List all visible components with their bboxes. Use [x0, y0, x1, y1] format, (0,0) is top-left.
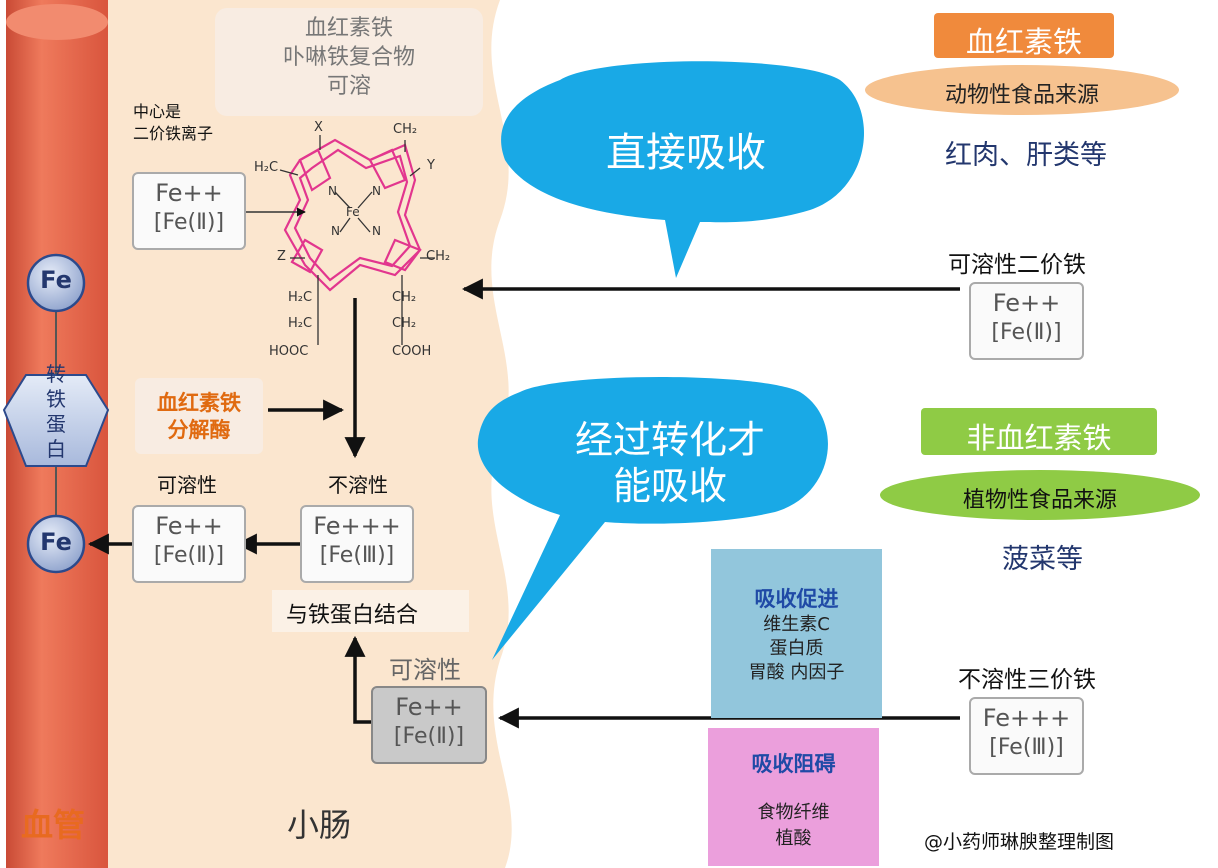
heme-info-line3: 可溶	[326, 74, 371, 99]
heme-info: 血红素铁 卟啉铁复合物 可溶	[215, 14, 483, 101]
bubble-convert-text: 经过转化才 能吸收	[530, 417, 810, 509]
porphyrin-hooc: HOOC	[269, 344, 309, 359]
soluble-left-label: 可溶性	[157, 473, 217, 497]
heme-info-line2: 卟啉铁复合物	[282, 45, 415, 70]
porphyrin-ch2a: CH₂	[392, 290, 417, 305]
fe2-bottom: [Fe(Ⅱ)]	[991, 320, 1062, 345]
transferrin-label: 转 铁 蛋 白	[36, 362, 76, 462]
fe3-box-insoluble: Fe+++ [Fe(Ⅲ)]	[300, 505, 414, 583]
promote-item-3: 胃酸 内因子	[748, 662, 845, 683]
fe2-box-converted: Fe++ [Fe(Ⅱ)]	[371, 686, 487, 764]
fe2-top: Fe++	[992, 289, 1061, 317]
bubble-direct-text: 直接吸收	[606, 130, 766, 176]
porphyrin-h3c: H₂C	[254, 160, 279, 175]
porphyrin-ch2b: CH₂	[392, 316, 417, 331]
fe2-bottom: [Fe(Ⅱ)]	[153, 210, 225, 235]
heme-source-tag-text: 血红素铁	[965, 25, 1082, 59]
enzyme-line2: 分解酶	[167, 418, 231, 442]
transferrin-char-4: 白	[46, 437, 66, 461]
fe3-top: Fe+++	[982, 704, 1071, 732]
arrow-up-bind	[344, 635, 372, 724]
porphyrin-fe: Fe	[346, 205, 360, 219]
nonheme-source-tag-text: 非血红素铁	[966, 421, 1112, 455]
bubble-convert-line2: 能吸收	[612, 464, 727, 508]
porphyrin-h2c1: H₂C	[288, 290, 313, 305]
porphyrin-cooh: COOH	[392, 344, 432, 359]
fe3-bottom: [Fe(Ⅲ)]	[989, 735, 1064, 760]
promote-title: 吸收促进	[754, 587, 839, 611]
nonheme-source-examples: 菠菜等	[1002, 544, 1083, 575]
heme-source-examples: 红肉、肝类等	[945, 140, 1107, 171]
transferrin-char-1: 转	[46, 362, 66, 386]
center-note-line2: 二价铁离子	[133, 124, 214, 143]
fe3-bottom: [Fe(Ⅲ)]	[319, 543, 395, 568]
porphyrin-n2: N	[372, 184, 381, 198]
porphyrin-x: X	[314, 120, 323, 135]
credit-text: @小药师琳腴整理制图	[924, 831, 1115, 853]
inhibit-item-2: 植酸	[775, 828, 812, 849]
insoluble-mid-label: 不溶性	[328, 473, 388, 497]
fe2-box-soluble: Fe++ [Fe(Ⅱ)]	[132, 505, 246, 583]
heme-source-tag: 血红素铁	[934, 13, 1114, 59]
transferrin-hexagon	[2, 374, 110, 467]
bubble-direct-shape	[501, 61, 864, 278]
inhibit-item-1: 食物纤维	[757, 802, 830, 823]
porphyrin-n4: N	[372, 224, 381, 238]
porphyrin-z: Z	[277, 249, 286, 264]
fe2-top: Fe++	[155, 512, 223, 540]
porphyrin-h2c2: H₂C	[288, 316, 313, 331]
intestine-label: 小肠	[287, 806, 352, 844]
fe2-top: Fe++	[395, 693, 463, 721]
fe3-box-source: Fe+++ [Fe(Ⅲ)]	[969, 697, 1084, 775]
fe2-bottom: [Fe(Ⅱ)]	[393, 724, 465, 749]
fe2-box-source: Fe++ [Fe(Ⅱ)]	[969, 282, 1084, 360]
transferrin-char-2: 铁	[46, 387, 66, 411]
fe2-top: Fe++	[155, 179, 223, 207]
inhibit-title: 吸收阻碍	[751, 752, 836, 776]
porphyrin-ch3-top: CH₂	[393, 122, 418, 137]
enzyme-label: 血红素铁 分解酶	[135, 390, 263, 444]
nonheme-source-ferric: 不溶性三价铁	[958, 667, 1096, 693]
heme-source-ferrous: 可溶性二价铁	[948, 252, 1086, 278]
promote-item-2: 蛋白质	[769, 638, 824, 659]
bind-transferrin-label: 与铁蛋白结合	[286, 603, 419, 628]
promote-items: 维生素C 蛋白质 胃酸 内因子	[711, 613, 882, 685]
porphyrin-y: Y	[427, 158, 435, 173]
vessel-label: 血管	[21, 806, 86, 844]
fe2-box-heme: Fe++ [Fe(Ⅱ)]	[132, 172, 246, 250]
fe2-bottom: [Fe(Ⅱ)]	[153, 543, 225, 568]
absorption-promote-box: 吸收促进 维生素C 蛋白质 胃酸 内因子	[711, 549, 882, 718]
fe-ion-top: Fe	[40, 266, 72, 294]
transferrin-char-3: 蛋	[46, 412, 66, 436]
soluble-bottom-label: 可溶性	[389, 656, 461, 684]
fe3-top: Fe+++	[313, 512, 401, 540]
porphyrin-n1: N	[328, 184, 337, 198]
center-note: 中心是 二价铁离子	[133, 101, 213, 145]
heme-info-line1: 血红素铁	[304, 16, 393, 41]
bubble-convert-shape	[477, 377, 828, 660]
heme-source-oval: 动物性食品来源	[944, 83, 1099, 108]
inhibit-items: 食物纤维 植酸	[708, 800, 879, 852]
promote-item-1: 维生素C	[763, 614, 830, 635]
enzyme-line1: 血红素铁	[157, 391, 241, 415]
center-note-line1: 中心是	[133, 102, 182, 121]
porphyrin-n3: N	[331, 224, 340, 238]
porphyrin-ch3-right: CH₂	[426, 249, 451, 264]
absorption-inhibit-box: 吸收阻碍 食物纤维 植酸	[708, 728, 879, 866]
fe-ion-bottom: Fe	[40, 528, 72, 556]
nonheme-source-oval: 植物性食品来源	[962, 488, 1117, 513]
nonheme-source-tag: 非血红素铁	[921, 408, 1157, 455]
bubble-convert-line1: 经过转化才	[574, 418, 765, 462]
